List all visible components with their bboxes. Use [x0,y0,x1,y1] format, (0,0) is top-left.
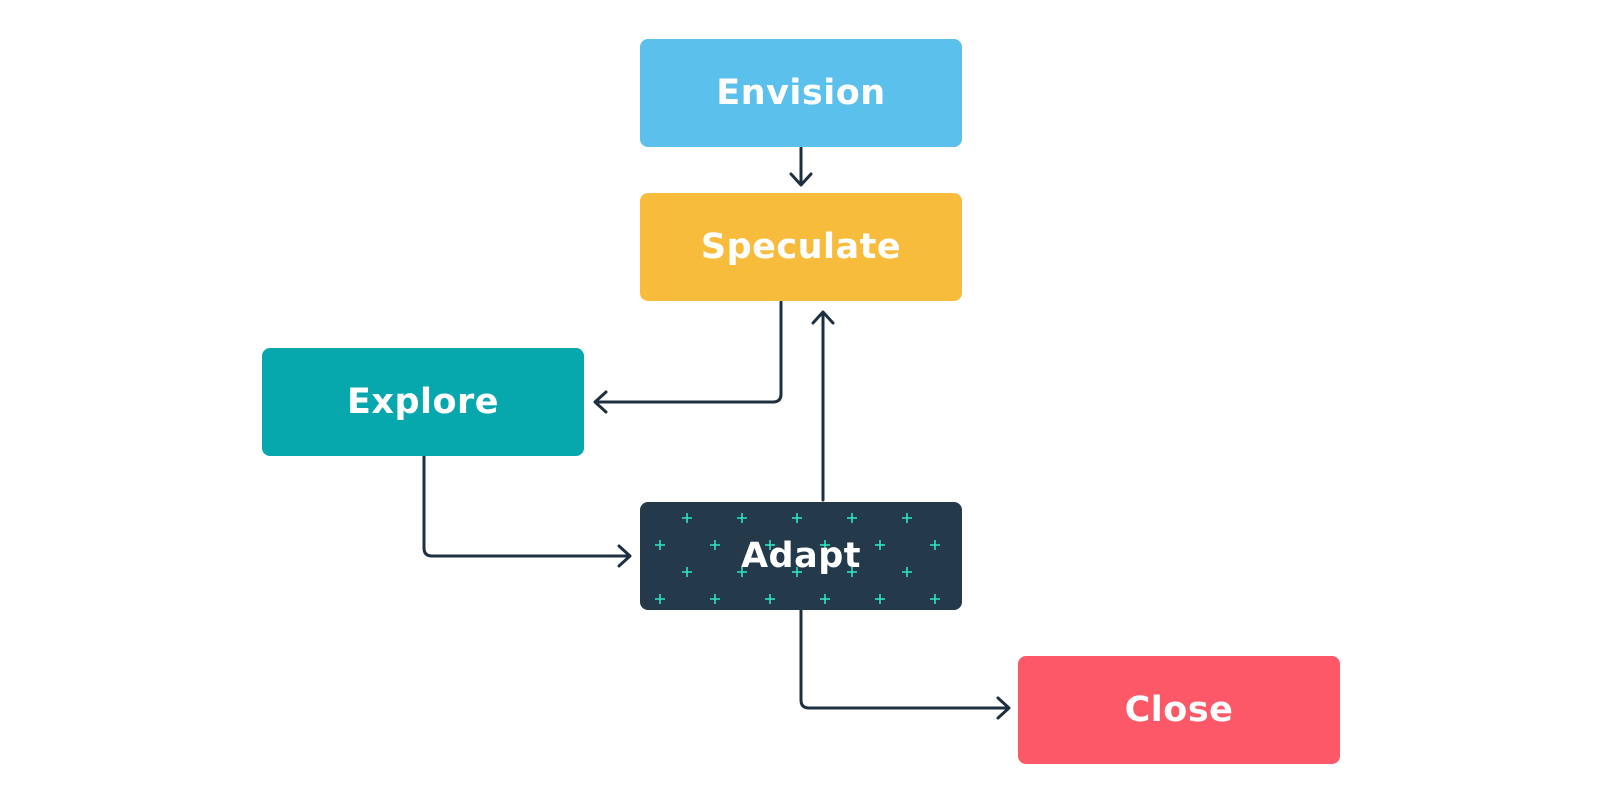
plus-icon [930,594,940,604]
speculate-label: Speculate [700,227,902,267]
edge-speculate-to-explore [594,300,783,404]
plus-icon [765,594,775,604]
close-node: Close [1018,656,1340,764]
plus-icon [710,540,720,550]
envision-label: Envision [716,73,886,113]
plus-icon [930,540,940,550]
explore-label: Explore [346,382,500,422]
adapt-label: Adapt [740,536,862,576]
plus-icon [682,513,692,523]
plus-icon [682,567,692,577]
plus-icon [875,540,885,550]
arrowhead-adapt-to-close [996,696,1011,720]
plus-icon [737,567,747,577]
arrowhead-adapt-to-speculate [811,310,835,325]
plus-icon [655,594,665,604]
speculate-node: Speculate [640,193,962,301]
edge-explore-to-adapt [422,454,631,558]
plus-icon [737,513,747,523]
plus-icon [847,513,857,523]
arrowhead-explore-to-adapt [617,544,632,568]
plus-icon [765,540,775,550]
arrowhead-envision-to-speculate [789,172,813,187]
plus-icon [792,513,802,523]
plus-pattern [655,513,940,604]
close-label: Close [1124,690,1234,730]
plus-icon [902,513,912,523]
arrowhead-speculate-to-explore [593,390,608,414]
plus-icon [710,594,720,604]
plus-icon [792,567,802,577]
plus-icon [655,540,665,550]
plus-icon [875,594,885,604]
plus-icon [847,567,857,577]
envision-node: Envision [640,39,962,147]
edge-adapt-to-close [799,608,1010,710]
explore-node: Explore [262,348,584,456]
plus-icon [820,594,830,604]
plus-icon [902,567,912,577]
plus-icon [820,540,830,550]
adapt-node: Adapt [640,502,962,610]
